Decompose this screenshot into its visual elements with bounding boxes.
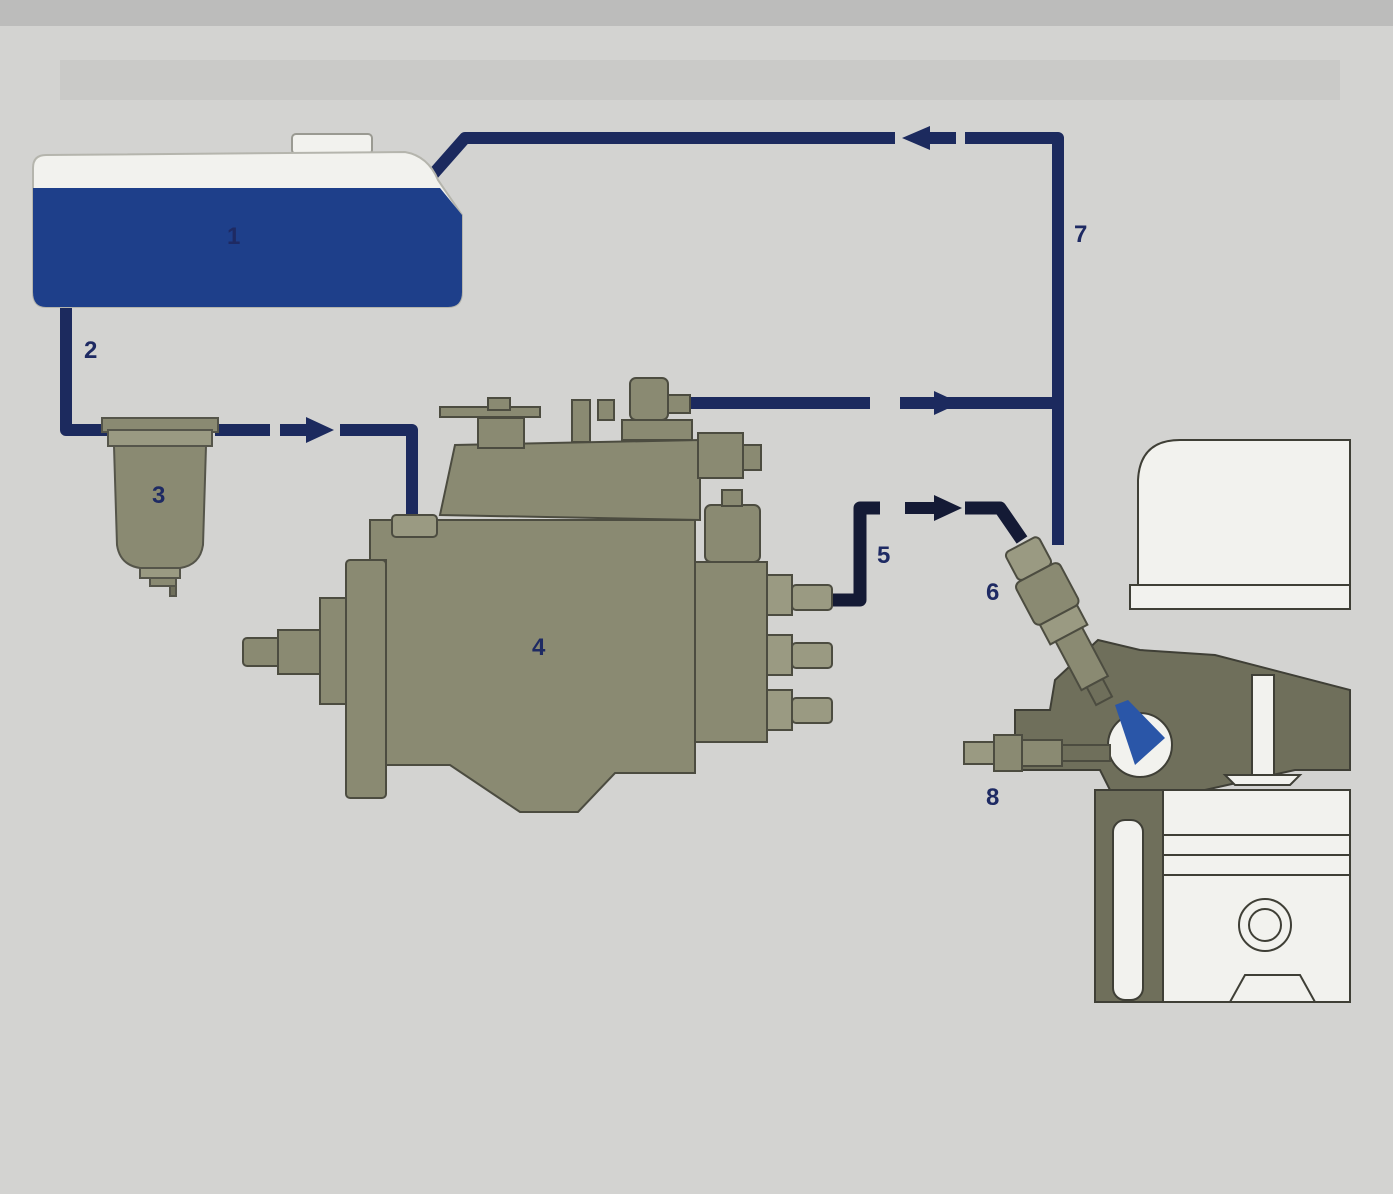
tank-fuel-level: [33, 188, 462, 307]
label-high-pressure-line: 5: [877, 542, 890, 569]
arrow-shaft-pump-return: [905, 397, 935, 409]
injector-nozzle-tip: [1085, 677, 1114, 707]
return-line: [423, 132, 1064, 545]
arrow-shaft-high-pressure: [905, 502, 935, 514]
engine-cover-rim: [1129, 584, 1351, 610]
arrow-shaft-return: [930, 132, 956, 144]
label-filter: 3: [152, 482, 165, 509]
engine-piston: [1162, 789, 1351, 1003]
part-labels: 1 2 3 4 5 6 7 8: [84, 221, 1087, 811]
arrow-head-supply: [306, 417, 334, 443]
fuel-tank: [32, 133, 463, 308]
glow-plug: [963, 734, 1111, 772]
pump-flange: [345, 559, 387, 799]
engine-coolant-jacket: [1112, 819, 1144, 1001]
high-pressure-line: [828, 501, 1028, 607]
pump-inlet-banjo: [391, 514, 438, 538]
pump-return-banjo: [629, 377, 669, 421]
pump-outlet-2: [791, 642, 833, 669]
pump-governor-cap: [477, 417, 525, 449]
pump-side-solenoid: [697, 432, 744, 479]
label-glow-plug: 8: [986, 784, 999, 811]
filter-head: [107, 429, 213, 447]
glow-plug-thread: [1021, 739, 1063, 767]
injection-spray: [1115, 700, 1165, 765]
arrow-shaft-supply: [280, 424, 308, 436]
pump-delivery-valve-cap: [721, 489, 743, 507]
label-pump: 4: [532, 634, 546, 661]
pump-screw: [597, 399, 615, 421]
filter-drain-valve: [149, 577, 177, 587]
glow-plug-hex: [993, 734, 1023, 772]
fuel-filter: [101, 417, 219, 597]
arrow-gap-pump-return: [870, 393, 900, 413]
arrow-head-return: [902, 126, 930, 150]
pump-return-block: [621, 419, 693, 441]
injector: [1004, 536, 1114, 707]
pump-outlet-1-nut: [766, 574, 793, 616]
pump-outlet-2-nut: [766, 634, 793, 676]
glow-plug-element: [1061, 744, 1111, 762]
glow-plug-terminal-nut: [963, 741, 995, 765]
piston-pin: [1248, 908, 1282, 942]
pump-outlet-1: [791, 584, 833, 611]
engine-valve-stem: [1251, 674, 1275, 776]
arrow-head-high-pressure: [934, 495, 962, 521]
pump-shaft-collar: [277, 629, 324, 675]
label-return-line: 7: [1074, 221, 1087, 248]
pump-outlet-3-nut: [766, 689, 793, 731]
supply-line-tank-to-filter: [60, 305, 110, 436]
connecting-rod-top: [1229, 974, 1316, 1003]
pump-hydraulic-head: [694, 561, 768, 743]
pump-lever-bolt: [487, 397, 511, 411]
label-tank: 1: [227, 223, 240, 250]
pump-hub: [319, 597, 349, 705]
arrow-head-pump-return: [934, 391, 960, 415]
faint-header-bar: [60, 60, 1340, 100]
engine-section: [1014, 439, 1351, 1003]
pump-return-fitting: [667, 394, 691, 414]
pump-outlet-3: [791, 697, 833, 724]
filter-drain-tip: [169, 585, 177, 597]
filter-drain-nut: [139, 567, 181, 579]
label-supply-line: 2: [84, 337, 97, 364]
engine-rocker-cover: [1137, 439, 1351, 609]
label-injector: 6: [986, 579, 999, 606]
top-edge-strip: [0, 0, 1393, 26]
pump-delivery-valve-holder: [704, 504, 761, 563]
pump-drive-shaft: [242, 637, 282, 667]
injection-pump: [242, 377, 833, 813]
tank-filler-cap: [291, 133, 373, 155]
pump-stop-solenoid-post: [571, 399, 591, 443]
pump-solenoid-terminal: [742, 444, 762, 471]
pump-outlet-fittings: [766, 574, 833, 731]
pump-upper-housing: [438, 438, 701, 522]
engine-valve-head: [1222, 774, 1303, 786]
flow-arrows: [270, 126, 965, 521]
